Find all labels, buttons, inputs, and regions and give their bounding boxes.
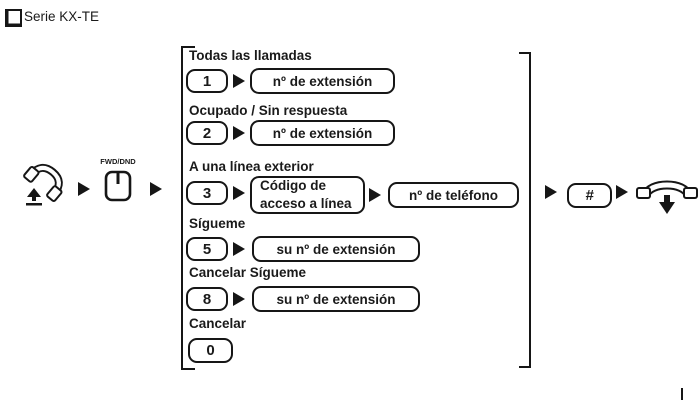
line-access-code-line1: Código de xyxy=(260,178,326,194)
target-box: su nº de extensión xyxy=(252,236,420,262)
target-box: nº de extensión xyxy=(250,120,395,146)
option-label: Todas las llamadas xyxy=(189,48,312,63)
series-title: Serie KX-TE xyxy=(24,9,100,24)
hash-key: # xyxy=(567,183,612,208)
flow-arrow xyxy=(233,74,245,88)
flow-arrow xyxy=(233,126,245,140)
target-box: su nº de extensión xyxy=(252,286,420,312)
option-label: Ocupado / Sin respuesta xyxy=(189,103,348,118)
dial-key-2: 2 xyxy=(186,121,228,145)
flow-arrow xyxy=(545,185,557,199)
dial-key-5: 5 xyxy=(186,237,228,261)
target-box: nº de extensión xyxy=(250,68,395,94)
option-label: A una línea exterior xyxy=(189,159,314,174)
checkbox-icon xyxy=(5,9,22,27)
fwd-dnd-label: FWD/DND xyxy=(100,157,136,166)
target-box: nº de teléfono xyxy=(388,182,519,208)
option-label: Cancelar xyxy=(189,316,247,331)
option-label: Sígueme xyxy=(189,216,246,231)
dial-key-8: 8 xyxy=(186,287,228,311)
flow-arrow xyxy=(233,292,245,306)
dial-key-1: 1 xyxy=(186,69,228,93)
flow-arrow xyxy=(233,186,245,200)
line-access-code-box: Código de acceso a línea xyxy=(250,176,365,214)
dial-key-3: 3 xyxy=(186,181,228,205)
flow-arrow xyxy=(616,185,628,199)
close-bracket xyxy=(519,52,531,368)
line-access-code-line2: acceso a línea xyxy=(260,196,352,211)
handset-off-hook-icon xyxy=(23,163,70,207)
fwd-dnd-key-icon xyxy=(104,170,132,202)
flow-arrow xyxy=(78,182,90,196)
page-corner-mark xyxy=(681,388,683,400)
option-label: Cancelar Sígueme xyxy=(189,265,307,280)
flow-arrow xyxy=(233,242,245,256)
handset-hang-up-icon xyxy=(636,180,698,218)
open-bracket xyxy=(181,46,195,370)
flow-arrow xyxy=(369,188,381,202)
dial-key-0: 0 xyxy=(188,338,233,363)
flow-arrow xyxy=(150,182,162,196)
